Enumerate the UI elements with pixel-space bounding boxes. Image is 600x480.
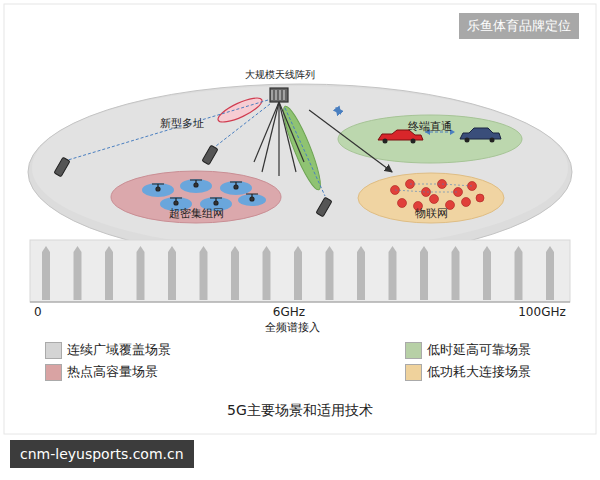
legend-swatch [45, 342, 62, 359]
spectrum-bar [200, 246, 208, 300]
frame [4, 4, 596, 434]
region-label: 终端直通 [337, 119, 523, 134]
legend-swatch [405, 342, 422, 359]
region-label: 物联网 [357, 206, 505, 221]
link-arrow [336, 108, 341, 114]
spectrum-bar [357, 246, 365, 300]
spectrum-bar [263, 246, 271, 300]
spectrum-bar [420, 246, 428, 300]
spectrum-bar [546, 246, 554, 300]
coverage-inner [32, 86, 568, 250]
region-outline [358, 173, 504, 223]
legend-text: 连续广域覆盖场景 [67, 341, 171, 359]
axis-title: 全频谱接入 [265, 320, 320, 335]
spectrum-bar [231, 246, 239, 300]
spectrum-bar [137, 246, 145, 300]
coverage-ellipse [28, 84, 572, 260]
axis-tick: 0 [34, 305, 42, 319]
spectrum-bar [515, 246, 523, 300]
watermark: 乐鱼体育品牌定位 [459, 13, 579, 39]
spectrum-axis [30, 302, 570, 303]
region-outline [111, 171, 281, 223]
region-outline [338, 115, 522, 163]
legend-text: 低功耗大连接场景 [427, 363, 531, 381]
technique-label: 新型多址 [160, 116, 204, 131]
legend-swatch [45, 364, 62, 381]
region-label: 大规模天线阵列 [224, 68, 336, 82]
antenna-tower [254, 88, 304, 176]
spectrum-bar [105, 246, 113, 300]
spectrum-bar [294, 246, 302, 300]
spectrum-bar [42, 246, 50, 300]
spectrum-bar [326, 246, 334, 300]
legend-swatch [405, 364, 422, 381]
legend-text: 热点高容量场景 [67, 363, 158, 381]
spectrum-bar [168, 246, 176, 300]
spectrum-band [30, 240, 570, 302]
caption: 5G主要场景和适用技术 [227, 402, 373, 420]
legend-text: 低时延高可靠场景 [427, 341, 531, 359]
region-label: 超密集组网 [110, 206, 282, 221]
spectrum-bar [452, 246, 460, 300]
spectrum-bar [74, 246, 82, 300]
spectrum-bar [483, 246, 491, 300]
axis-tick: 100GHz [518, 305, 566, 319]
axis-tick: 6GHz [273, 305, 305, 319]
spectrum-bar [389, 246, 397, 300]
watermark: cnm-leyusports.com.cn [10, 440, 194, 468]
phone-links [68, 100, 325, 196]
